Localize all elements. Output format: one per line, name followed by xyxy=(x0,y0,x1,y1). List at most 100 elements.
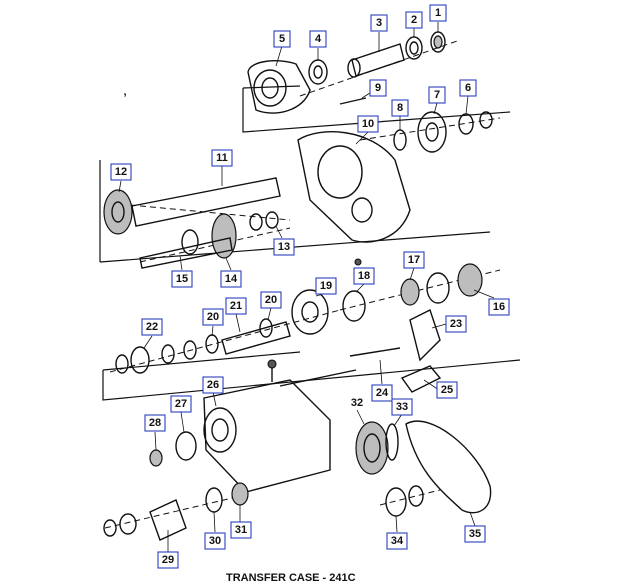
callout-number: 9 xyxy=(375,82,381,94)
callout-box xyxy=(110,163,132,181)
callout-4: 4 xyxy=(309,30,327,48)
callout-box xyxy=(428,86,446,104)
callout-number: 26 xyxy=(207,379,219,391)
callout-15: 15 xyxy=(171,270,193,288)
callout-box xyxy=(170,395,192,413)
callout-number: 32 xyxy=(351,397,363,409)
callout-8: 8 xyxy=(391,99,409,117)
leader-lines xyxy=(118,22,495,552)
callout-25: 25 xyxy=(436,381,458,399)
callout-box xyxy=(370,14,388,32)
callout-24: 24 xyxy=(371,384,393,402)
callout-number: 14 xyxy=(225,273,238,285)
callout-number: 16 xyxy=(493,301,505,313)
callout-box xyxy=(405,11,423,29)
callout-box xyxy=(315,277,337,295)
callout-box xyxy=(225,297,247,315)
callout-number: 20 xyxy=(265,294,277,306)
callout-34: 34 xyxy=(386,532,408,550)
callout-box xyxy=(403,251,425,269)
callout-28: 28 xyxy=(144,414,166,432)
callout-27: 27 xyxy=(170,395,192,413)
callout-box xyxy=(273,238,295,256)
callout-32: 32 xyxy=(351,397,363,409)
callout-number: 2 xyxy=(411,14,417,26)
callout-number: 18 xyxy=(358,270,370,282)
callout-box xyxy=(357,115,379,133)
callout-number: 21 xyxy=(230,300,242,312)
callout-box xyxy=(353,267,375,285)
section-frames xyxy=(99,85,521,401)
callout-21: 21 xyxy=(225,297,247,315)
callout-number: 24 xyxy=(376,387,389,399)
callout-box xyxy=(429,4,447,22)
callout-5: 5 xyxy=(273,30,291,48)
callout-number: 23 xyxy=(450,318,462,330)
callout-box xyxy=(371,384,393,402)
callout-20: 20 xyxy=(202,308,224,326)
callout-1: 1 xyxy=(429,4,447,22)
callout-35: 35 xyxy=(464,525,486,543)
callout-33: 33 xyxy=(391,398,413,416)
callout-number: 11 xyxy=(216,152,228,164)
callout-10: 10 xyxy=(357,115,379,133)
callout-box xyxy=(157,551,179,569)
diagram-caption: TRANSFER CASE - 241C xyxy=(226,572,356,584)
callout-3: 3 xyxy=(370,14,388,32)
callout-9: 9 xyxy=(369,79,387,97)
callout-box xyxy=(144,414,166,432)
callout-box xyxy=(260,291,282,309)
callout-23: 23 xyxy=(445,315,467,333)
axis-lines xyxy=(104,39,501,529)
callout-number: 13 xyxy=(278,241,290,253)
callout-13: 13 xyxy=(273,238,295,256)
callout-box xyxy=(459,79,477,97)
callout-26: 26 xyxy=(202,376,224,394)
callout-19: 19 xyxy=(315,277,337,295)
callout-number: 10 xyxy=(362,118,374,130)
callout-17: 17 xyxy=(403,251,425,269)
callout-20: 20 xyxy=(260,291,282,309)
callout-16: 16 xyxy=(488,298,510,316)
callout-box xyxy=(369,79,387,97)
callout-number: 20 xyxy=(207,311,219,323)
callout-number: 33 xyxy=(396,401,408,413)
callout-number: 31 xyxy=(235,524,247,536)
callout-box xyxy=(445,315,467,333)
callout-2: 2 xyxy=(405,11,423,29)
callout-number: 27 xyxy=(175,398,187,410)
part-drawings xyxy=(103,31,493,541)
callout-11: 11 xyxy=(211,149,233,167)
callout-number: 35 xyxy=(469,528,481,540)
callout-number: 34 xyxy=(391,535,404,547)
callout-box xyxy=(391,398,413,416)
callout-number: 17 xyxy=(408,254,420,266)
callout-number: 22 xyxy=(146,321,158,333)
callout-box xyxy=(202,308,224,326)
callout-29: 29 xyxy=(157,551,179,569)
callout-box xyxy=(171,270,193,288)
callout-7: 7 xyxy=(428,86,446,104)
callout-number: 6 xyxy=(465,82,471,94)
callout-number: 3 xyxy=(376,17,382,29)
callout-number: 5 xyxy=(279,33,285,45)
callout-number: 1 xyxy=(435,7,441,19)
callout-number: 15 xyxy=(176,273,188,285)
callout-box xyxy=(309,30,327,48)
callout-number: 8 xyxy=(397,102,403,114)
callout-30: 30 xyxy=(204,532,226,550)
callout-box xyxy=(273,30,291,48)
callout-18: 18 xyxy=(353,267,375,285)
callout-number: 28 xyxy=(149,417,161,429)
callout-box xyxy=(202,376,224,394)
callout-box xyxy=(141,318,163,336)
callout-number: 30 xyxy=(209,535,221,547)
callout-number: 4 xyxy=(315,33,322,45)
callout-31: 31 xyxy=(230,521,252,539)
callout-number: 12 xyxy=(115,166,127,178)
callout-box xyxy=(211,149,233,167)
callout-box xyxy=(436,381,458,399)
callout-number: 7 xyxy=(434,89,440,101)
